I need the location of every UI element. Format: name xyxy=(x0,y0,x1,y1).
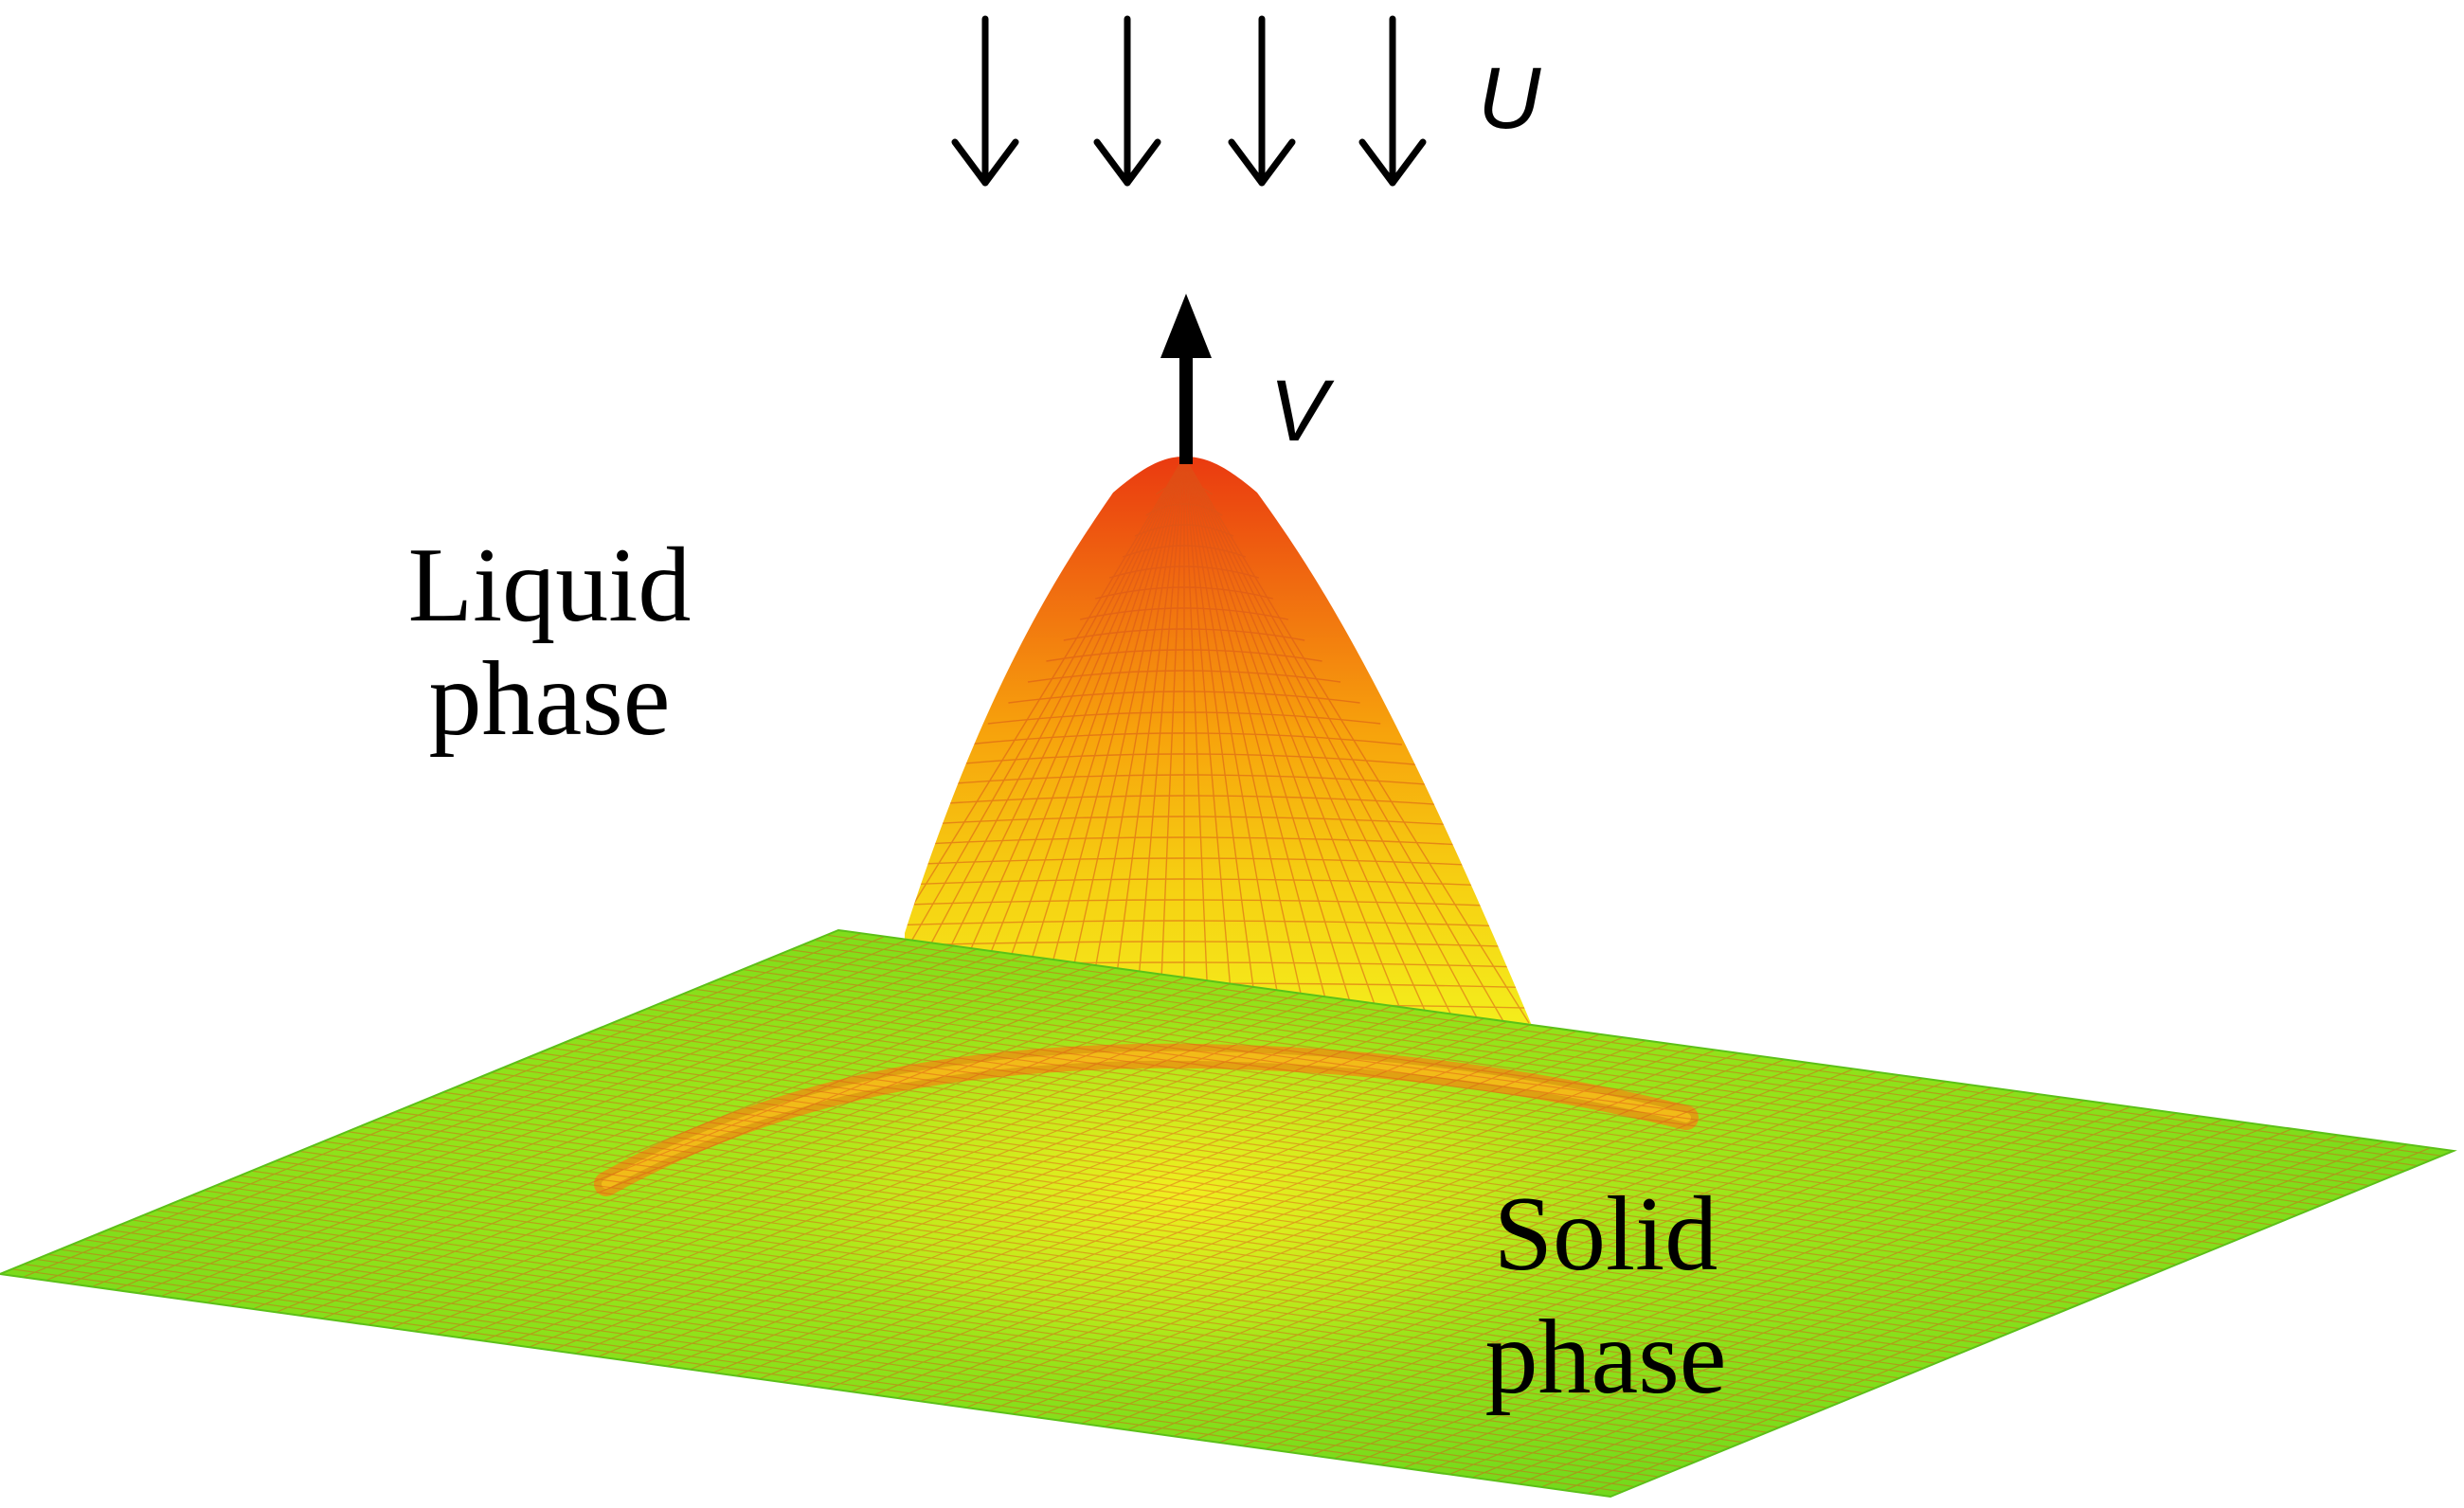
flow-arrows xyxy=(951,15,1427,187)
solid-phase-label-line1: Solid xyxy=(1494,1176,1718,1293)
down-arrow-icon xyxy=(1358,15,1427,187)
up-arrow-icon xyxy=(1160,294,1212,358)
liquid-phase-label-line1: Liquid xyxy=(408,527,692,644)
down-arrow-icon xyxy=(951,15,1019,187)
peak-surface xyxy=(905,457,1533,1028)
down-arrow-icon xyxy=(1093,15,1161,187)
solid-plane xyxy=(0,928,2457,1499)
liquid-phase-label-line2: phase xyxy=(428,640,670,758)
down-arrow-icon xyxy=(1228,15,1296,187)
v-label: V xyxy=(1269,363,1335,459)
solid-phase-label-line2: phase xyxy=(1484,1299,1726,1416)
u-label: U xyxy=(1478,50,1541,147)
growth-velocity-arrow xyxy=(1160,294,1212,464)
